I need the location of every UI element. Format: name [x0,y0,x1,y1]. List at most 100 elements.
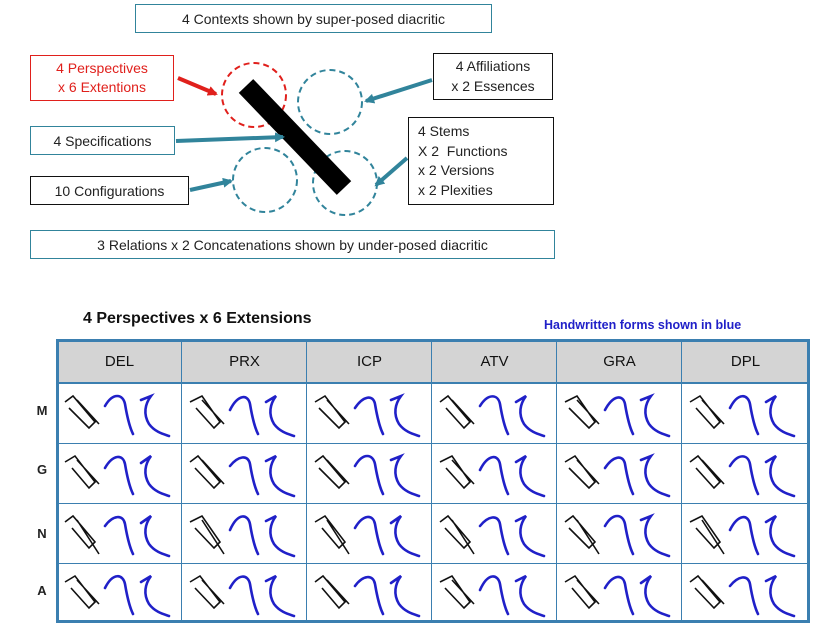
glyph-cell-n-gra [556,503,683,565]
handwritten-glyph [639,574,671,618]
glyph-cell-g-icp [306,443,433,505]
contexts-label: 4 Contexts shown by super-posed diacriti… [181,10,446,27]
handwritten-glyph [389,514,421,558]
glyph-cell-m-del [56,383,183,445]
glyph-cell-g-prx [181,443,308,505]
glyph-cell-g-del [56,443,183,505]
glyph-drawing [689,454,796,498]
glyph-cell-n-del [56,503,183,565]
glyph-drawing [314,453,421,498]
printed-glyph [189,394,225,430]
stems-line-4: x 2 Plexities [418,181,493,198]
configurations-label: 10 Configurations [54,182,165,199]
printed-glyph [64,514,100,555]
glyph-cell-g-atv [431,443,558,505]
printed-glyph [439,514,475,555]
handwritten-glyph [139,514,171,558]
handwritten-glyph [139,454,171,498]
printed-glyph [314,454,350,490]
handwritten-glyph [603,514,635,556]
specifications-box: 4 Specifications [30,126,175,155]
printed-glyph [564,394,600,430]
printed-glyph [689,514,725,555]
printed-glyph [689,454,725,490]
stems-arrow [374,156,409,187]
handwritten-glyph [389,574,421,618]
specifications-arrow [175,132,285,143]
handwritten-glyph [764,574,796,618]
glyph-cell-a-prx [181,563,308,623]
handwritten-glyph [728,576,760,616]
glyph-drawing [689,394,796,438]
column-header-del: DEL [56,339,183,383]
glyph-cell-m-gra [556,383,683,445]
affiliations-arrow [364,78,433,104]
glyph-drawing [689,514,796,558]
printed-glyph [314,514,350,555]
handwritten-glyph [764,454,796,498]
handwritten-glyph [728,394,760,436]
affiliations-box: 4 Affiliations x 2 Essences [433,53,553,100]
table-title: 4 Perspectives x 6 Extensions [83,310,312,327]
handwritten-glyph [478,516,510,556]
handwritten-glyph [764,394,796,438]
relations-box: 3 Relations x 2 Concatenations shown by … [30,230,555,259]
relations-label: 3 Relations x 2 Concatenations shown by … [97,236,488,253]
printed-glyph [189,574,225,610]
column-header-prx: PRX [181,339,308,383]
handwritten-glyph [639,393,671,438]
handwritten-glyph [228,515,260,556]
handwritten-glyph [603,575,635,616]
handwritten-glyph [514,514,546,558]
handwritten-glyph [353,575,385,616]
handwritten-glyph [603,456,635,496]
handwritten-glyph [139,393,171,438]
handwritten-glyph [603,396,635,436]
glyph-cell-a-gra [556,563,683,623]
column-header-dpl: DPL [681,339,810,383]
printed-glyph [314,394,350,430]
row-label-g: G [36,462,48,477]
handwritten-glyph [103,455,135,496]
table-note: Handwritten forms shown in blue [544,318,742,332]
glyph-cell-n-icp [306,503,433,565]
row-label-m: M [36,403,48,418]
glyph-drawing [564,513,671,558]
glyph-drawing [314,393,421,438]
glyph-drawing [439,394,546,438]
glyph-drawing [564,574,671,618]
handwritten-glyph [264,514,296,558]
context-circle-top-left [221,62,287,128]
printed-glyph [64,454,100,490]
handwritten-glyph [264,394,296,438]
perspectives-box: 4 Perspectives x 6 Extentions [30,55,174,101]
glyph-drawing [314,514,421,558]
handwritten-glyph [228,575,260,616]
glyph-cell-m-icp [306,383,433,445]
printed-glyph [689,574,725,610]
printed-glyph [314,574,350,610]
glyph-cell-n-dpl [681,503,810,565]
glyph-drawing [439,574,546,618]
glyph-cell-n-prx [181,503,308,565]
glyph-drawing [64,393,171,438]
affiliations-line-1: 4 Affiliations [455,58,531,74]
context-circle-bottom-left [232,147,298,213]
glyph-drawing [564,453,671,498]
glyph-drawing [64,514,171,558]
handwritten-glyph [264,454,296,498]
handwritten-glyph [353,515,385,556]
row-label-a: A [37,583,47,598]
handwritten-glyph [353,454,385,496]
perspectives-line-1: 4 Perspectives [56,59,148,76]
glyph-cell-m-dpl [681,383,810,445]
row-label-n: N [37,526,47,541]
handwritten-glyph [514,574,546,618]
handwritten-glyph [639,453,671,498]
printed-glyph [564,454,600,490]
affiliations-line-2: x 2 Essences [451,77,535,94]
handwritten-glyph [228,456,260,496]
printed-glyph [189,454,225,490]
handwritten-glyph [264,574,296,618]
printed-glyph [564,574,600,610]
